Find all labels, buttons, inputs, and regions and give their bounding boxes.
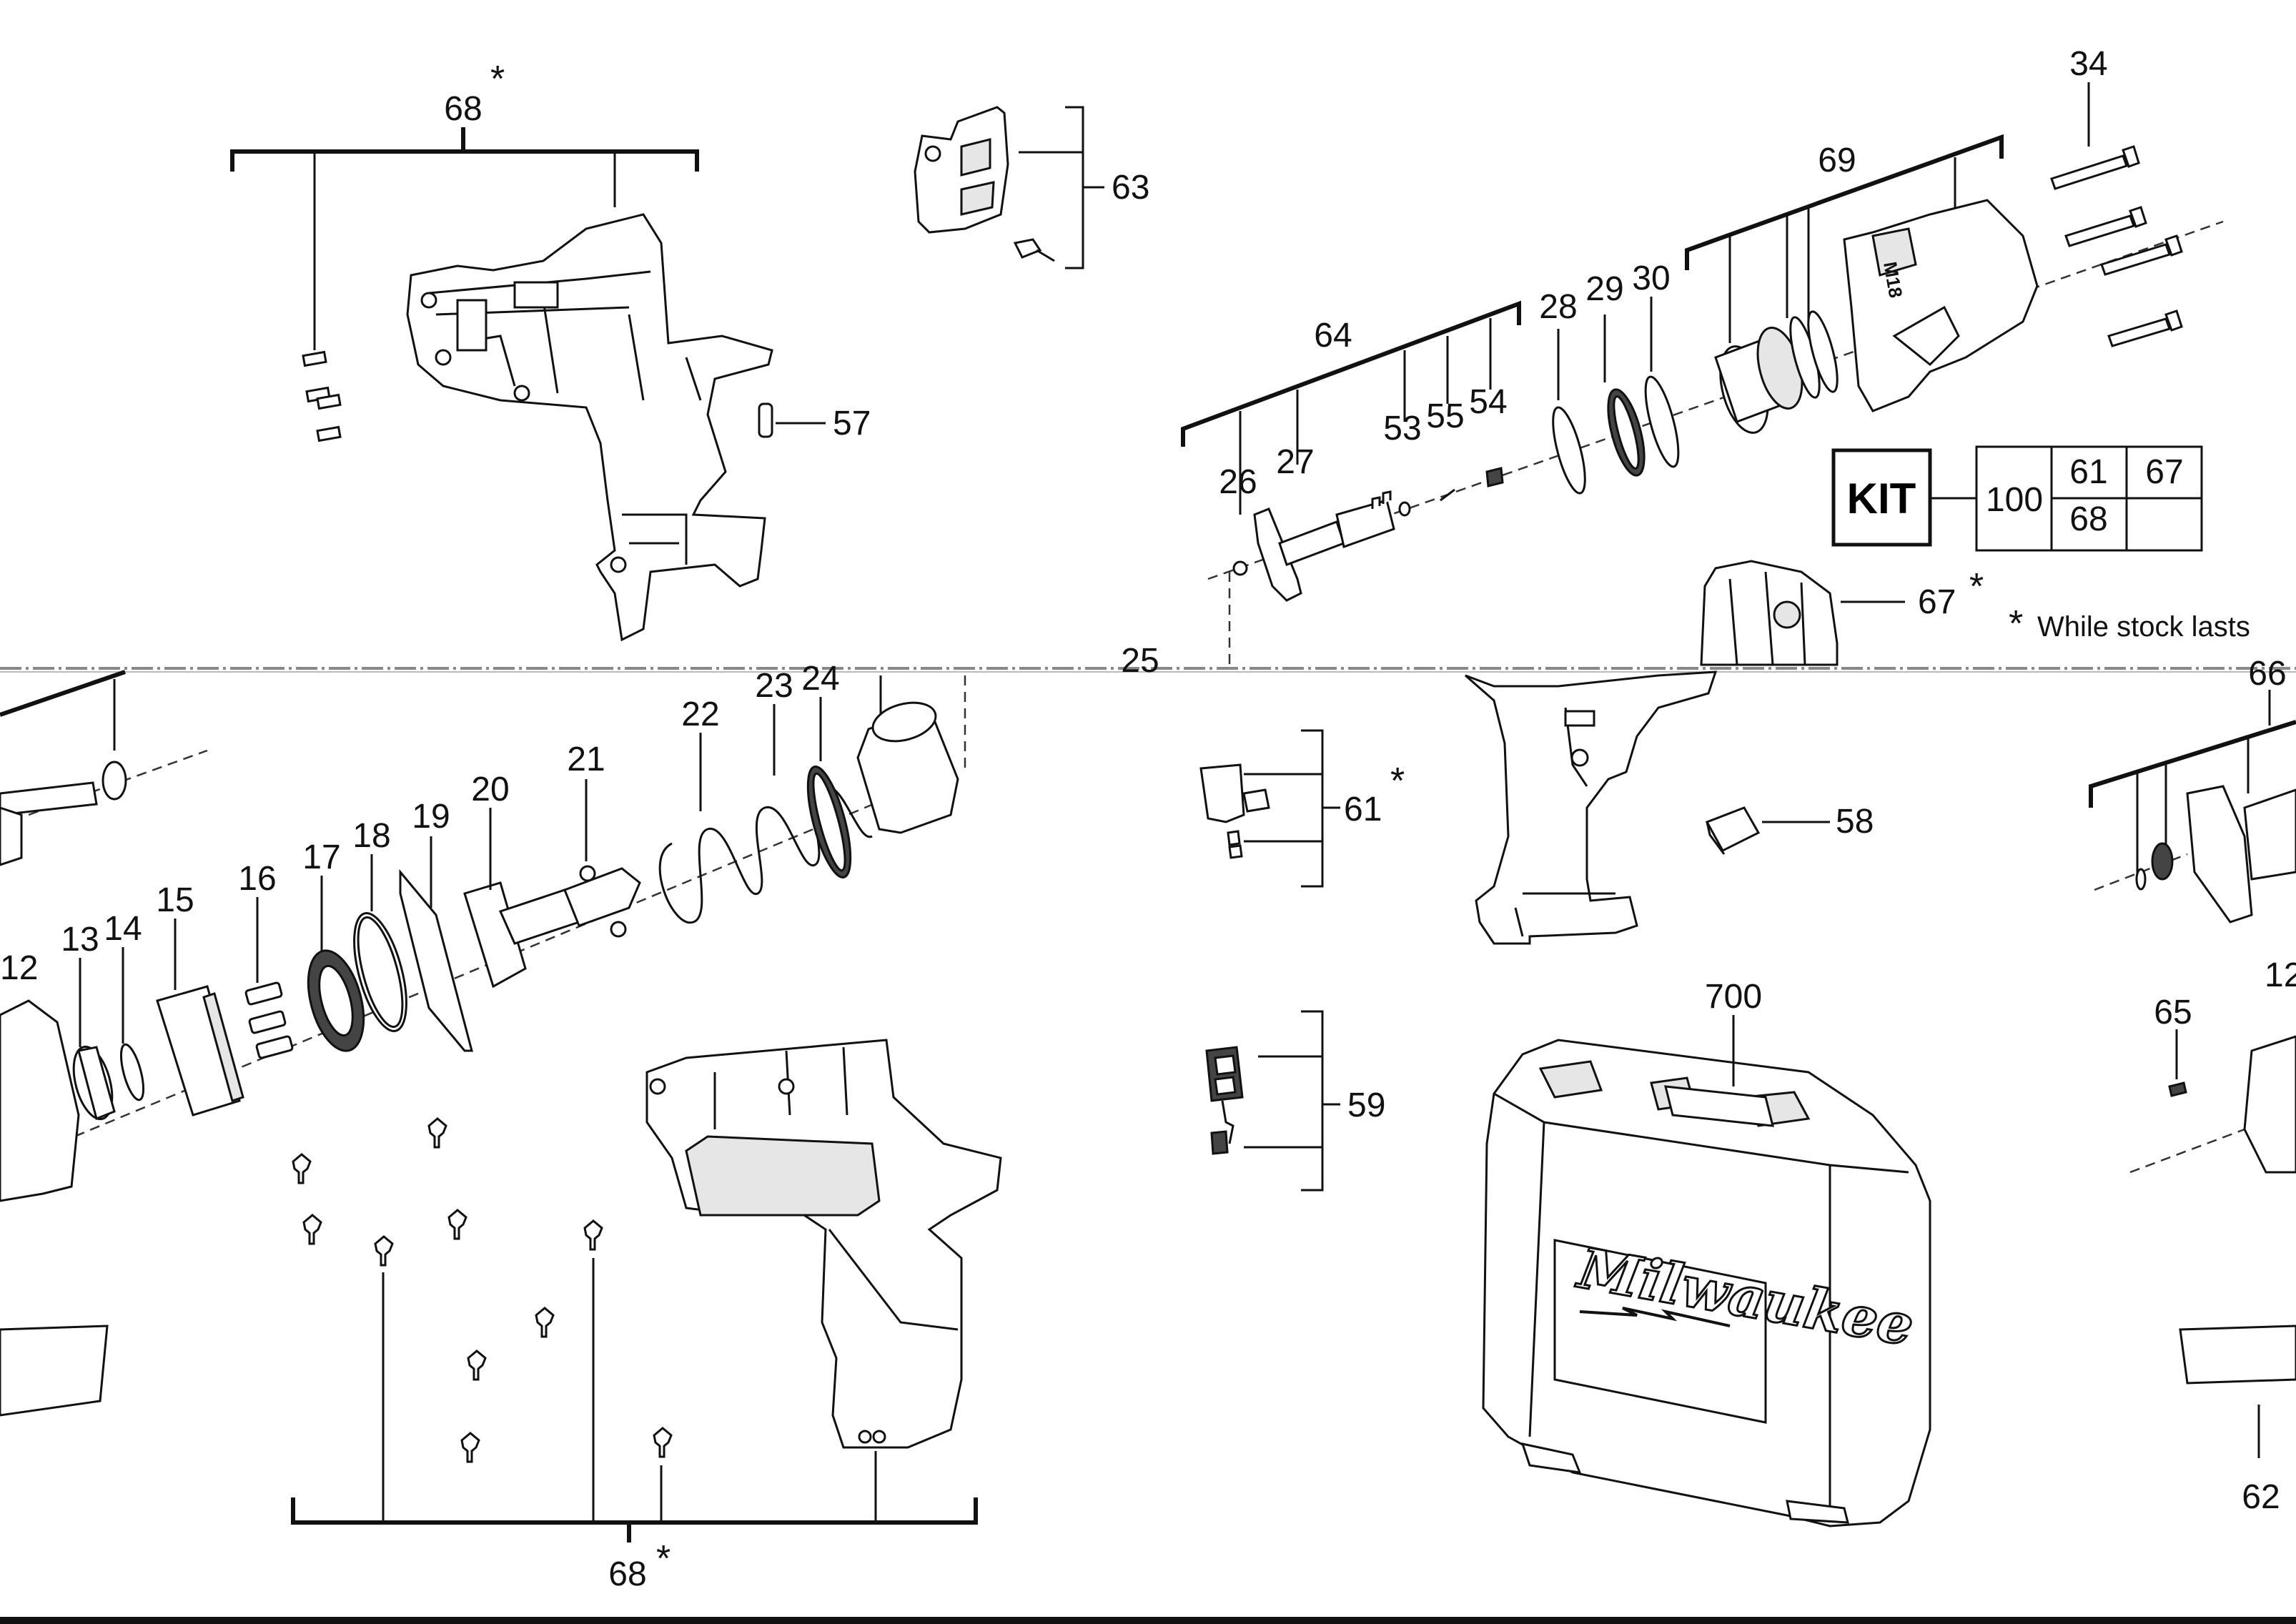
washer-28 <box>1552 329 1586 495</box>
pin-57 <box>758 402 826 438</box>
part-18-ring <box>353 854 407 1032</box>
callout-29: 29 <box>1585 270 1623 308</box>
part-17-gear <box>307 876 365 1052</box>
callout-16: 16 <box>238 860 276 898</box>
callout-28: 28 <box>1539 288 1577 326</box>
right-edge-parts <box>2089 690 2296 1458</box>
bushing <box>1714 327 1803 434</box>
callout-26: 26 <box>1219 463 1257 501</box>
part-25-hammer <box>856 675 959 834</box>
callout-18: 18 <box>352 817 390 855</box>
callout-69: 69 <box>1818 142 1856 179</box>
o-ring-29 <box>1603 315 1646 477</box>
callout-22: 22 <box>681 695 719 733</box>
callout-21: 21 <box>567 741 605 778</box>
pad-58 <box>1705 806 1830 855</box>
bracket-68-bottom <box>291 1258 978 1543</box>
page-tear-line <box>0 667 2296 673</box>
callout-58: 58 <box>1836 803 1874 841</box>
housing-half-top <box>406 213 773 642</box>
callout-20: 20 <box>471 771 509 808</box>
electronics-67 <box>1700 560 1905 666</box>
part-14 <box>119 947 145 1101</box>
switch-59 <box>1205 1010 1340 1192</box>
nose-cover-69: M18 <box>1843 199 2039 412</box>
callout-24: 24 <box>801 660 839 698</box>
callout-19: 19 <box>412 798 450 836</box>
callout-17: 17 <box>302 838 340 876</box>
stock-note: While stock lasts <box>2037 611 2250 643</box>
callout-55: 55 <box>1426 397 1464 435</box>
callout-67: 67 <box>1918 583 1956 621</box>
callout-34: 34 <box>2069 45 2107 83</box>
callout-12-left: 12 <box>0 949 38 987</box>
bracket-64 <box>1181 300 1521 515</box>
asterisk-67: * <box>1969 566 1984 608</box>
callout-25: 25 <box>1121 642 1159 680</box>
washer-30 <box>1644 297 1680 468</box>
part-20-spindle <box>463 808 641 989</box>
asterisk-68-bottom: * <box>656 1538 671 1580</box>
kit-number: 100 <box>1986 481 2043 519</box>
anvil-27 <box>1232 490 1395 602</box>
kit-cell-61: 61 <box>2069 453 2107 491</box>
handle-housing <box>1465 670 1718 945</box>
callout-59: 59 <box>1347 1086 1385 1124</box>
left-edge-parts <box>0 670 127 1417</box>
switch-61 <box>1199 729 1340 888</box>
belt-clip-63 <box>914 106 1104 269</box>
callout-61: 61 <box>1344 791 1382 828</box>
bottom-border-bar <box>0 1617 2296 1624</box>
part-16-pins <box>244 897 294 1059</box>
callout-68-top: 68 <box>444 90 482 128</box>
callout-63: 63 <box>1112 169 1149 207</box>
housing-half-bottom <box>645 1039 1002 1449</box>
asterisk-note: * <box>2009 603 2023 645</box>
part-13 <box>72 958 116 1121</box>
o-rings-69 <box>1789 310 1839 399</box>
callout-15: 15 <box>156 881 194 919</box>
callout-700: 700 <box>1705 978 1762 1016</box>
callout-66: 66 <box>2248 655 2286 693</box>
callout-13: 13 <box>61 921 99 959</box>
callout-68-bottom: 68 <box>608 1555 646 1593</box>
callout-23: 23 <box>755 667 793 705</box>
callout-54: 54 <box>1469 383 1507 421</box>
axis-line-top <box>1207 220 2224 580</box>
kit-table: KIT 100 61 67 68 <box>1831 445 2203 552</box>
callout-12-right: 12 <box>2265 956 2296 994</box>
small-pins <box>302 350 342 442</box>
asterisk-68-top: * <box>490 59 505 100</box>
carrying-case-700: Milwaukee <box>1482 1015 1931 1528</box>
callout-27: 27 <box>1276 443 1314 481</box>
callout-14: 14 <box>104 910 142 948</box>
asterisk-61: * <box>1390 761 1405 802</box>
axis-line-left <box>14 771 951 1163</box>
bracket-68-top <box>230 127 699 350</box>
callout-53: 53 <box>1383 410 1421 447</box>
kit-cell-68: 68 <box>2069 500 2107 538</box>
part-24-washer <box>806 697 852 878</box>
part-19-plate <box>399 836 473 1052</box>
part-15-ring-gear <box>156 919 244 1116</box>
kit-cell-67: 67 <box>2145 453 2183 491</box>
screws-68 <box>292 1117 673 1463</box>
callout-30: 30 <box>1632 259 1670 297</box>
callout-57: 57 <box>833 405 871 442</box>
callout-62: 62 <box>2242 1478 2280 1516</box>
callout-64: 64 <box>1314 317 1352 355</box>
small-parts-53-55-54 <box>1398 467 1504 517</box>
kit-label: KIT <box>1847 475 1916 523</box>
callout-65: 65 <box>2154 994 2192 1031</box>
screws-34 <box>2050 82 2183 347</box>
